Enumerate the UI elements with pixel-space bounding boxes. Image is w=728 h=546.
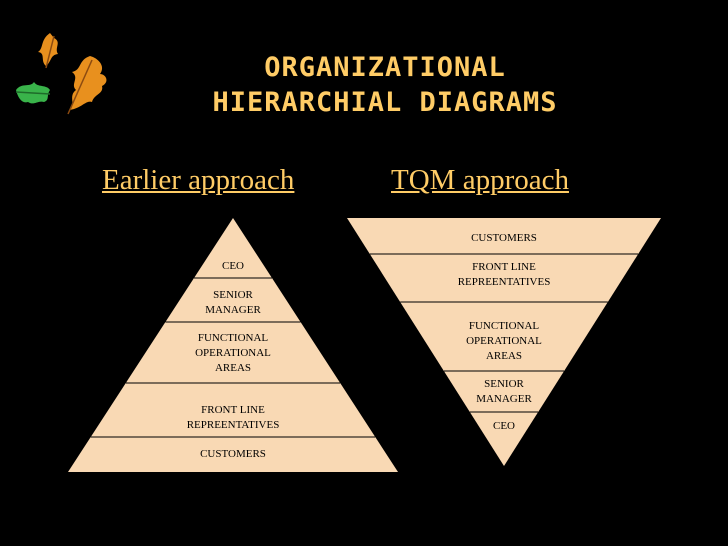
level-label: MANAGER [476, 393, 532, 405]
level-label: SENIOR [484, 378, 524, 390]
level-label: FRONT LINE [201, 404, 265, 416]
level-label: OPERATIONAL [466, 335, 542, 347]
level-label: FUNCTIONAL [469, 320, 540, 332]
level-label: FRONT LINE [472, 261, 536, 273]
tqm-approach-heading: TQM approach [391, 164, 569, 196]
title-line-1: ORGANIZATIONAL [264, 52, 506, 83]
level-label: SENIOR [213, 289, 253, 301]
level-label: OPERATIONAL [195, 347, 271, 359]
oak-leaves-icon [15, 33, 107, 115]
level-label: CEO [493, 420, 515, 432]
page-title: ORGANIZATIONAL HIERARCHIAL DIAGRAMS [150, 50, 620, 120]
level-label: AREAS [215, 362, 251, 374]
level-label: CEO [222, 260, 244, 272]
level-label: FUNCTIONAL [198, 332, 269, 344]
level-label: CUSTOMERS [200, 448, 266, 460]
level-label: REPREENTATIVES [458, 276, 551, 288]
level-label: MANAGER [205, 304, 261, 316]
earlier-approach-heading: Earlier approach [102, 164, 295, 196]
earlier-dividers [90, 277, 376, 438]
level-label: REPREENTATIVES [187, 419, 280, 431]
level-label: CUSTOMERS [471, 232, 537, 244]
title-line-2: HIERARCHIAL DIAGRAMS [212, 87, 558, 118]
level-label: AREAS [486, 350, 522, 362]
earlier-labels: CEO SENIOR MANAGER FUNCTIONAL OPERATIONAL ARE… [187, 260, 280, 460]
tqm-dividers [369, 253, 639, 413]
tqm-labels: CUSTOMERS FRONT LINE REPREENTATIVES FUNCTIO… [458, 232, 551, 432]
tqm-inverted-pyramid [347, 218, 661, 466]
earlier-pyramid [68, 218, 398, 472]
